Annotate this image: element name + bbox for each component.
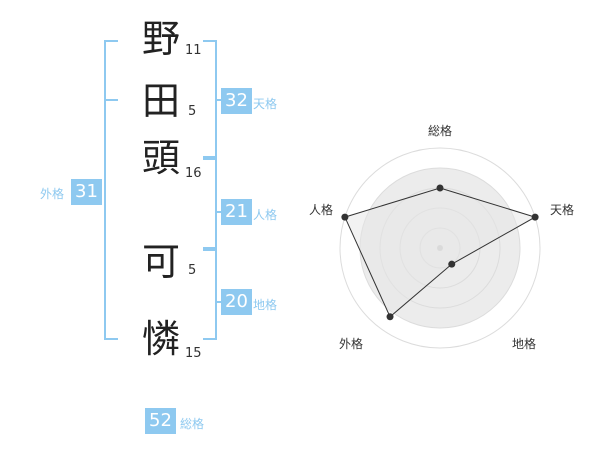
name-char-2: 田 (142, 79, 181, 123)
radar-label-soukaku: 総格 (428, 124, 453, 138)
radar-point-3 (386, 313, 394, 321)
chikaku-value: 20 (221, 289, 252, 315)
gaikaku-bracket-tick (104, 99, 118, 101)
jinkaku-connector (215, 211, 222, 213)
name-char-3-strokes: 16 (185, 166, 202, 181)
radar-point-4 (341, 213, 349, 221)
gaikaku-bracket (104, 40, 118, 340)
name-char-5: 憐 (142, 317, 181, 361)
tenkaku-label: 天格 (253, 97, 278, 111)
soukaku-value: 52 (145, 408, 176, 434)
name-char-3: 頭 (142, 136, 181, 180)
name-char-4: 可 (142, 240, 181, 284)
gaikaku-label: 外格 (40, 187, 65, 201)
radar-point-1 (531, 213, 539, 221)
soukaku-label: 総格 (180, 417, 205, 431)
tenkaku-connector (215, 99, 222, 101)
gaikaku-value: 31 (71, 179, 102, 205)
name-char-5-strokes: 15 (185, 346, 202, 361)
chikaku-bracket (203, 249, 217, 340)
radar-label-jinkaku: 人格 (309, 203, 334, 217)
name-char-1-strokes: 11 (185, 43, 202, 58)
radar-point-0 (436, 184, 444, 192)
name-char-1: 野 (142, 17, 181, 61)
jinkaku-value: 21 (221, 199, 252, 225)
tenkaku-value: 32 (221, 88, 252, 114)
radar-point-2 (448, 260, 456, 268)
radar-label-chikaku: 地格 (512, 337, 537, 351)
name-char-4-strokes: 5 (188, 263, 197, 278)
name-char-2-strokes: 5 (188, 104, 197, 119)
chikaku-connector (215, 301, 222, 303)
radar-series-polygon (344, 187, 537, 318)
jinkaku-bracket (203, 158, 217, 249)
radar-label-gaikaku: 外格 (339, 337, 364, 351)
jinkaku-label: 人格 (253, 208, 278, 222)
chikaku-label: 地格 (253, 298, 278, 312)
radar-label-tenkaku: 天格 (550, 203, 575, 217)
